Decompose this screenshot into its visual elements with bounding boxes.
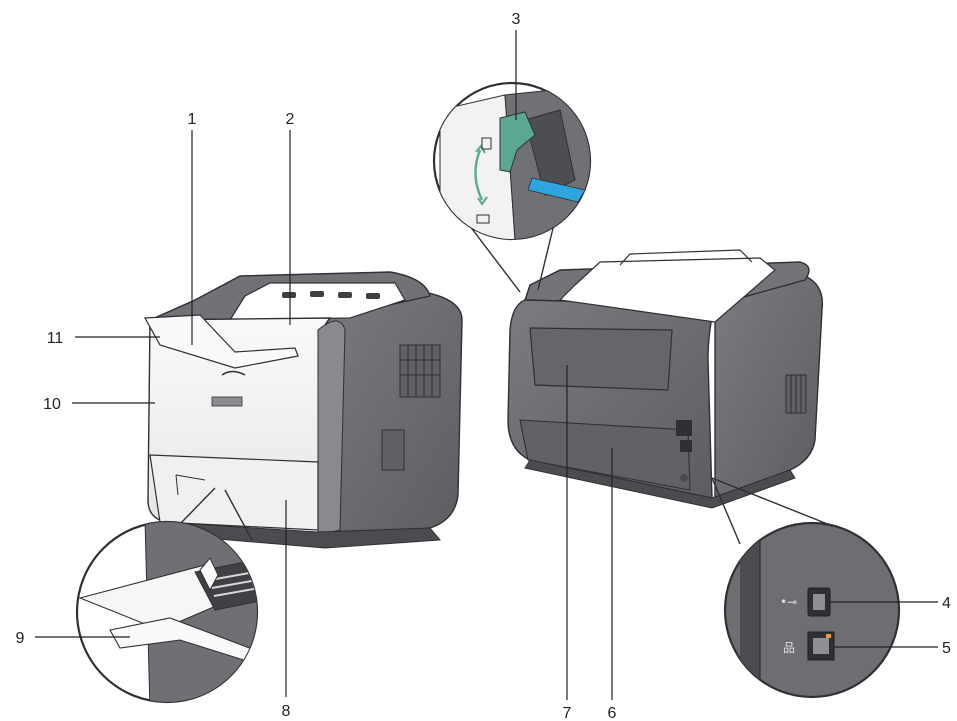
inset-bypass-tray xyxy=(75,487,259,704)
front-printer xyxy=(144,271,463,549)
side-vent xyxy=(381,344,441,471)
rear-printer-base xyxy=(524,459,796,509)
network-icon: 品 xyxy=(783,641,795,655)
callout-7: 7 xyxy=(563,705,572,721)
callout-labels: 1 2 3 4 5 6 7 8 9 10 11 xyxy=(16,11,951,721)
callout-8: 8 xyxy=(282,703,291,720)
callout-9: 9 xyxy=(16,630,25,647)
callout-10: 10 xyxy=(43,396,61,413)
green-lever xyxy=(499,111,536,173)
callout-6: 6 xyxy=(608,705,617,721)
rear-printer-side xyxy=(714,275,824,502)
paper-guide-icon xyxy=(481,137,492,150)
callout-11: 11 xyxy=(47,330,64,347)
rear-output-tray xyxy=(558,257,776,323)
ethernet-port xyxy=(807,631,835,661)
blue-tab xyxy=(527,177,586,203)
front-trim xyxy=(317,320,346,536)
rear-side-vent xyxy=(785,374,807,414)
paper-stopper xyxy=(144,314,299,369)
inset-lever xyxy=(432,81,592,293)
rear-tray-flap xyxy=(619,249,753,266)
bypass-handle xyxy=(221,370,246,376)
rear-ports xyxy=(676,420,692,482)
inset-ports: •⊸ 品 xyxy=(711,477,901,699)
logo-slot xyxy=(211,396,243,407)
top-rollers xyxy=(282,291,380,299)
rear-cover xyxy=(529,327,673,391)
callout-2: 2 xyxy=(286,111,295,128)
leader-lines xyxy=(35,30,938,700)
usb-port xyxy=(807,587,831,617)
callout-3: 3 xyxy=(512,11,521,28)
usb-icon: •⊸ xyxy=(780,595,797,609)
paper-tray-cover xyxy=(519,419,691,491)
rear-printer xyxy=(507,249,824,509)
callout-1: 1 xyxy=(188,111,197,128)
paper-tray-handle xyxy=(175,474,206,496)
callout-4: 4 xyxy=(942,595,951,612)
callout-5: 5 xyxy=(942,640,951,657)
paper-tray xyxy=(149,454,319,531)
